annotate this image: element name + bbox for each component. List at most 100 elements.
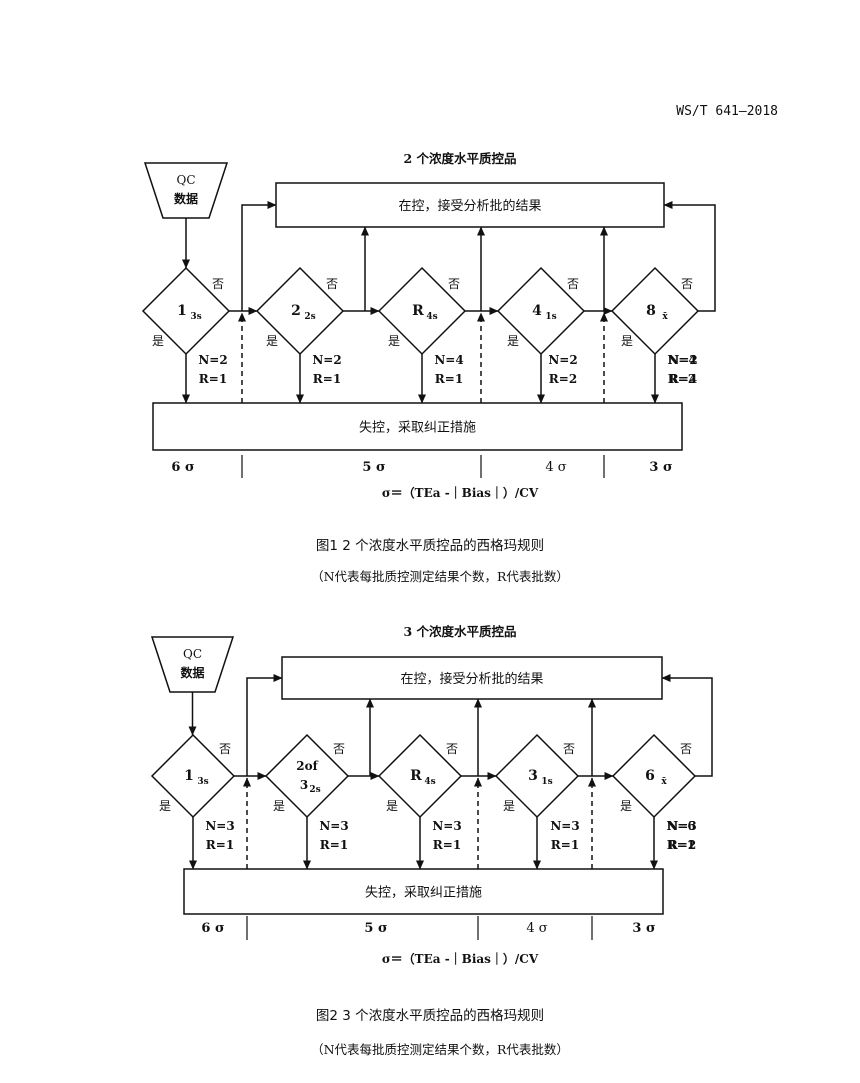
qc-data-shape — [150, 636, 235, 693]
rule-n-count: N=3 — [432, 819, 461, 833]
yes-label: 是 — [620, 799, 632, 813]
yes-label: 是 — [386, 799, 398, 813]
rule-label: R — [410, 768, 422, 784]
no-label: 否 — [212, 277, 224, 291]
rule-label: 3 — [300, 778, 308, 792]
figure-caption: 图1 2 个浓度水平质控品的西格玛规则 — [316, 538, 544, 554]
sigma-formula: σ＝（TEa -｜Bias｜）/CV — [382, 485, 539, 500]
rule-r-count: R=1 — [551, 838, 579, 852]
rule-n-count: N=3 — [319, 819, 348, 833]
rule-n-count: N=2 — [668, 353, 697, 367]
yes-label: 是 — [273, 799, 285, 813]
no-label: 否 — [567, 277, 579, 291]
rule-n-count: N=3 — [667, 819, 696, 833]
rule-subscript: x̄ — [662, 312, 668, 322]
sigma-formula: σ＝（TEa -｜Bias｜）/CV — [382, 951, 539, 966]
sigma-level-label: 6 σ — [201, 921, 224, 936]
figure-note: （N代表每批质控测定结果个数，R代表批数） — [311, 569, 569, 584]
no-label: 否 — [446, 742, 458, 756]
no-label: 否 — [681, 277, 693, 291]
rule-r-count: R=1 — [433, 838, 461, 852]
rule-n-count: N=2 — [198, 353, 227, 367]
yes-label: 是 — [152, 334, 164, 348]
rule-n-count: N=2 — [312, 353, 341, 367]
qc-label-data: 数据 — [174, 191, 198, 206]
rule-subscript: 2s — [304, 312, 315, 322]
no-to-in-control-arrow — [241, 201, 277, 311]
rule-label: R — [412, 303, 424, 319]
rule-n-count: N=3 — [550, 819, 579, 833]
no-label: 否 — [680, 742, 692, 756]
rule-label: 2 — [291, 303, 301, 319]
rule-label: 3 — [528, 768, 538, 784]
in-control-label: 在控，接受分析批的结果 — [398, 198, 541, 214]
rule-n-count: N=4 — [434, 353, 463, 367]
rule-subscript: 4s — [426, 312, 437, 322]
rule-label: 4 — [532, 303, 542, 319]
rule-r-count: R=1 — [199, 372, 227, 386]
rule-label: 6 — [645, 768, 655, 784]
rule-subscript: 3s — [197, 777, 208, 787]
sigma-level-label: 5 σ — [362, 460, 385, 475]
rule-r-count: R=1 — [320, 838, 348, 852]
rule-r-count: R=2 — [668, 838, 696, 852]
no-label: 否 — [333, 742, 345, 756]
out-of-control-box — [152, 402, 683, 451]
sigma-level-label: 5 σ — [364, 921, 387, 936]
yes-label: 是 — [621, 334, 633, 348]
qc-label-data: 数据 — [180, 665, 204, 680]
figure-title: 3 个浓度水平质控品 — [403, 624, 516, 639]
document-header: WS/T 641—2018 — [676, 104, 778, 119]
out-of-control-label: 失控，采取纠正措施 — [365, 886, 482, 901]
rule-subscript: 4s — [424, 777, 435, 787]
rule-n-count: N=6 — [666, 819, 695, 833]
qc-label: QC — [183, 647, 202, 661]
yes-label: 是 — [503, 799, 515, 813]
figure-title: 2 个浓度水平质控品 — [403, 151, 516, 166]
rule-r-count: R=4 — [669, 372, 697, 386]
rule-label: 8 — [646, 303, 656, 319]
sigma-level-label: 4 σ — [526, 921, 547, 936]
no-to-in-control-arrow — [246, 674, 283, 776]
out-of-control-box — [183, 868, 664, 915]
rule-n-count: N=2 — [548, 353, 577, 367]
rule-subscript: 2s — [309, 785, 320, 795]
no-label: 否 — [219, 742, 231, 756]
yes-label: 是 — [388, 334, 400, 348]
rule-r-count: R=1 — [435, 372, 463, 386]
no-label: 否 — [326, 277, 338, 291]
sigma-level-label: 3 σ — [632, 921, 655, 936]
no-to-in-control-arrow — [661, 674, 713, 777]
figure-note: （N代表每批质控测定结果个数，R代表批数） — [311, 1042, 569, 1057]
rule-subscript: 3s — [190, 312, 201, 322]
no-label: 否 — [448, 277, 460, 291]
rule-r-count: R=2 — [549, 372, 577, 386]
out-of-control-label: 失控，采取纠正措施 — [359, 421, 476, 436]
no-label: 否 — [563, 742, 575, 756]
rule-r-count: R=1 — [667, 838, 695, 852]
rule-subscript: 1s — [545, 312, 556, 322]
rule-label: 2of — [296, 759, 318, 773]
yes-label: 是 — [507, 334, 519, 348]
rule-subscript: 1s — [541, 777, 552, 787]
rule-subscript: x̄ — [661, 777, 667, 787]
rule-r-count: R=1 — [206, 838, 234, 852]
sigma-level-label: 4 σ — [545, 460, 566, 475]
rule-n-count: N=4 — [667, 353, 696, 367]
sigma-level-label: 3 σ — [649, 460, 672, 475]
yes-label: 是 — [266, 334, 278, 348]
rule-label: 1 — [177, 303, 187, 319]
no-to-in-control-arrow — [663, 201, 716, 312]
rule-n-count: N=3 — [205, 819, 234, 833]
qc-label: QC — [176, 173, 195, 187]
figure-caption: 图2 3 个浓度水平质控品的西格玛规则 — [316, 1008, 544, 1024]
rule-label: 1 — [184, 768, 194, 784]
yes-label: 是 — [159, 799, 171, 813]
sigma-level-label: 6 σ — [171, 460, 194, 475]
qc-data-shape — [143, 162, 229, 219]
rule-r-count: R=1 — [313, 372, 341, 386]
in-control-label: 在控，接受分析批的结果 — [400, 671, 543, 687]
